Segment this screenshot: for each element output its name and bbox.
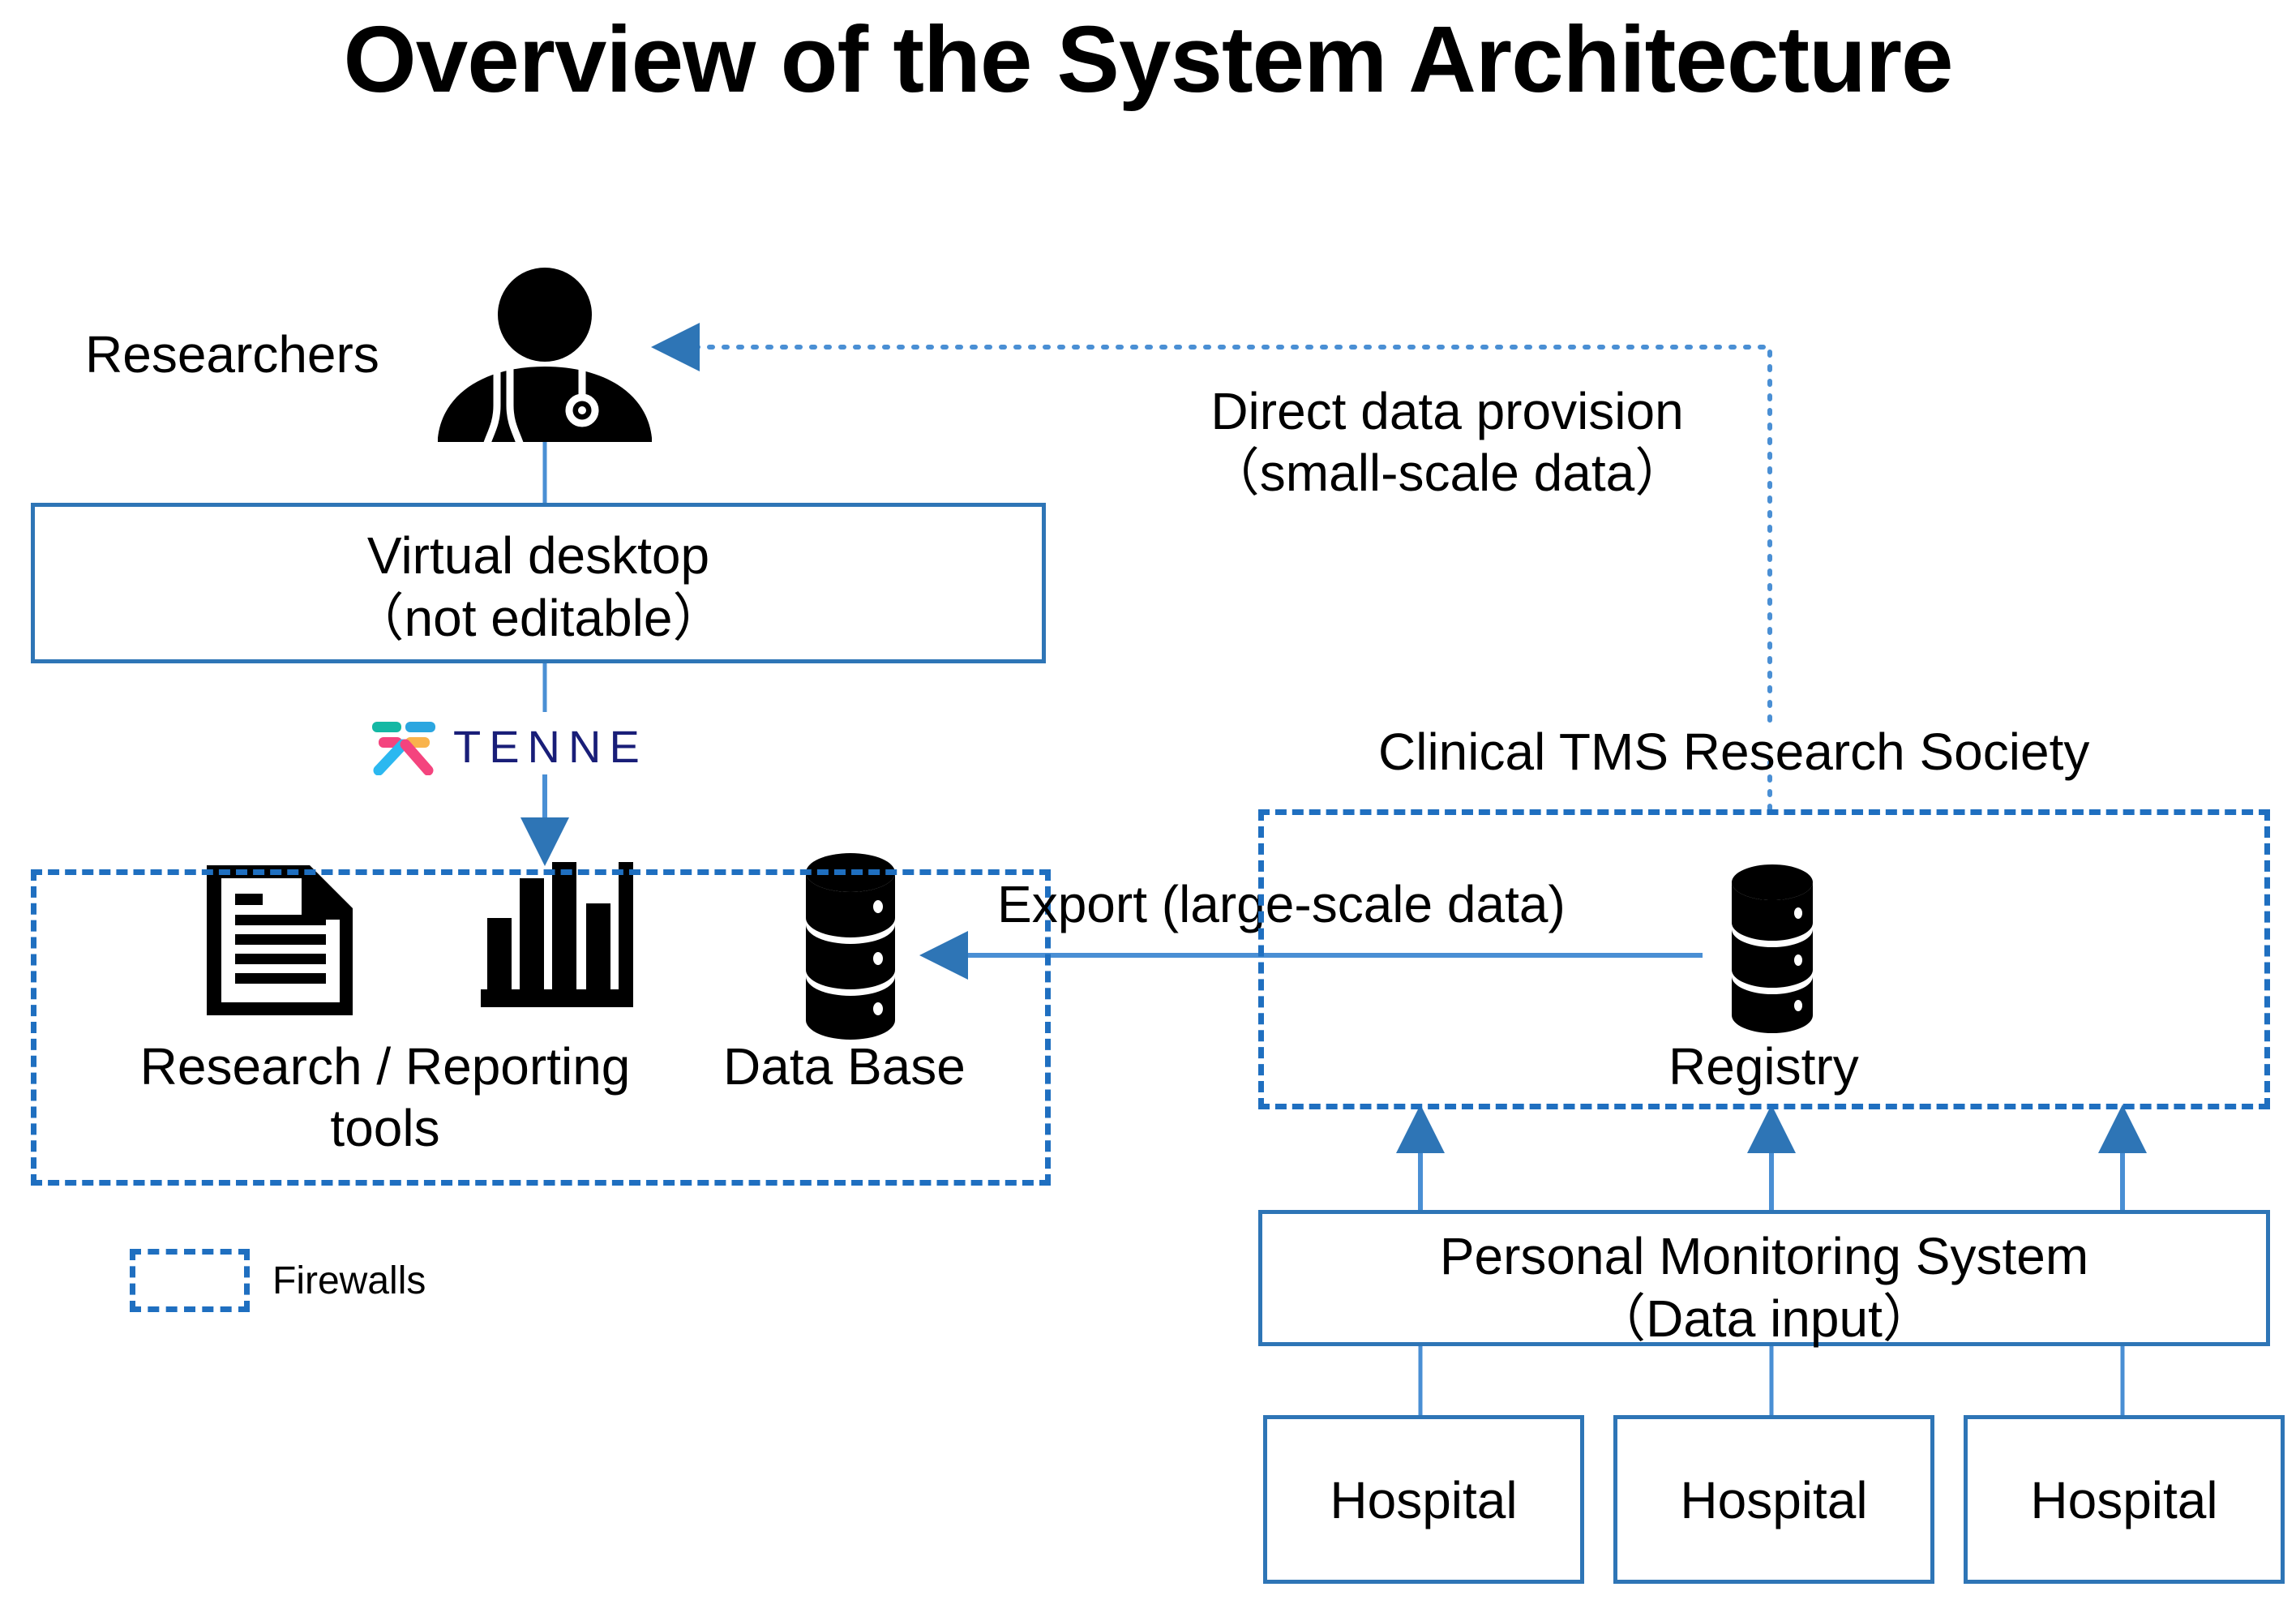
- virtual-desktop-line-1: Virtual desktop: [366, 526, 710, 585]
- export-label: Export (large-scale data): [997, 875, 1566, 933]
- pms-line-1: Personal Monitoring System: [1439, 1227, 2089, 1285]
- research-tools-line-2: tools: [330, 1098, 440, 1157]
- direct-data-provision-line-2: （small-scale data）: [1207, 443, 1687, 502]
- doctor-icon: [438, 268, 652, 491]
- personal-monitoring-system-box[interactable]: Personal Monitoring System （Data input）: [1258, 1210, 2270, 1348]
- pms-line-2: （Data input）: [1594, 1289, 1934, 1348]
- registry-label: Registry: [1668, 1037, 1859, 1096]
- direct-data-provision-label: Direct data provision （small-scale data）: [1123, 381, 1771, 504]
- firewalls-legend-label: Firewalls: [272, 1259, 426, 1302]
- tenne-logo: TENNE: [369, 714, 693, 779]
- page-title: Overview of the System Architecture: [343, 6, 1954, 112]
- tenne-wordmark: TENNE: [453, 720, 648, 772]
- firewall-research-environment: [31, 869, 1051, 1186]
- research-tools-label: Research / Reporting tools: [89, 1036, 681, 1159]
- hospital-label-1: Hospital: [1330, 1471, 1518, 1529]
- hospital-box-3[interactable]: Hospital: [1964, 1415, 2285, 1584]
- hospital-label-3: Hospital: [2030, 1471, 2218, 1529]
- data-base-label: Data Base: [723, 1037, 966, 1096]
- firewalls-legend: Firewalls: [130, 1249, 426, 1312]
- virtual-desktop-box[interactable]: Virtual desktop （not editable）: [31, 503, 1046, 663]
- hospital-label-2: Hospital: [1680, 1471, 1868, 1529]
- direct-data-provision-line-1: Direct data provision: [1210, 382, 1684, 440]
- hospital-box-1[interactable]: Hospital: [1263, 1415, 1584, 1584]
- researchers-label: Researchers: [85, 325, 379, 384]
- firewall-swatch-icon: [130, 1249, 250, 1312]
- hospital-box-2[interactable]: Hospital: [1613, 1415, 1934, 1584]
- society-label: Clinical TMS Research Society: [1378, 723, 2090, 781]
- tenne-logo-mark: [372, 722, 435, 775]
- virtual-desktop-line-2: （not editable）: [352, 588, 725, 647]
- firewall-registry: [1258, 809, 2270, 1109]
- research-tools-line-1: Research / Reporting: [139, 1037, 631, 1096]
